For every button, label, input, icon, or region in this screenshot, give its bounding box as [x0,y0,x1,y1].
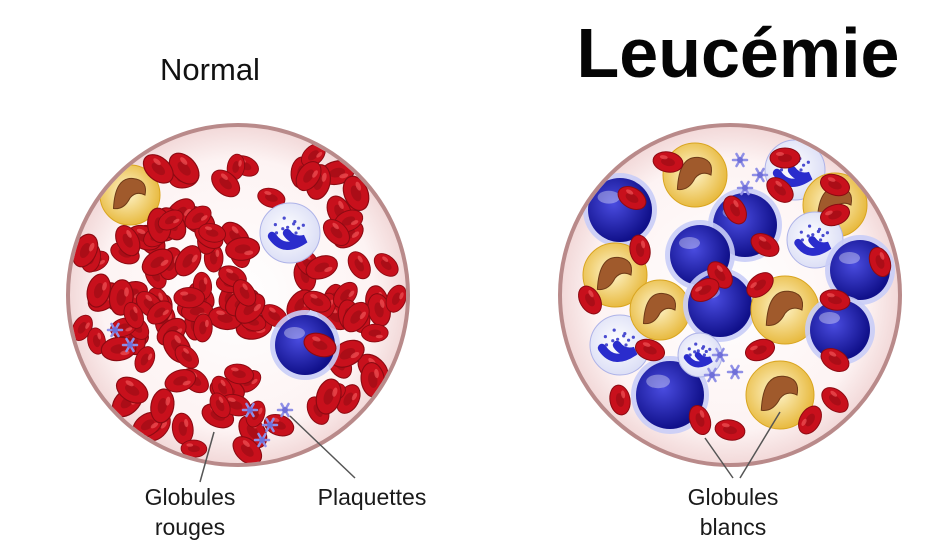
red-cells-label-line1: Globules [145,484,236,510]
normal-title: Normal [160,52,260,87]
red-blood-cell [361,324,388,343]
red-blood-cell [174,287,205,307]
white-cells-label-line2: blancs [700,514,766,540]
white-blood-cell-granular [260,203,320,263]
platelets-label: Plaquettes [318,484,427,510]
white-blood-cell-lymphocyte [583,173,657,247]
leukemia-title: Leucémie [577,14,900,92]
normal-blood-sample [68,125,410,470]
white-blood-cell-neutrophil [630,280,690,340]
red-cells-label-line2: rouges [155,514,225,540]
red-blood-cell [770,148,800,168]
leukemia-blood-sample [560,125,900,465]
white-cells-label-line1: Globules [688,484,779,510]
